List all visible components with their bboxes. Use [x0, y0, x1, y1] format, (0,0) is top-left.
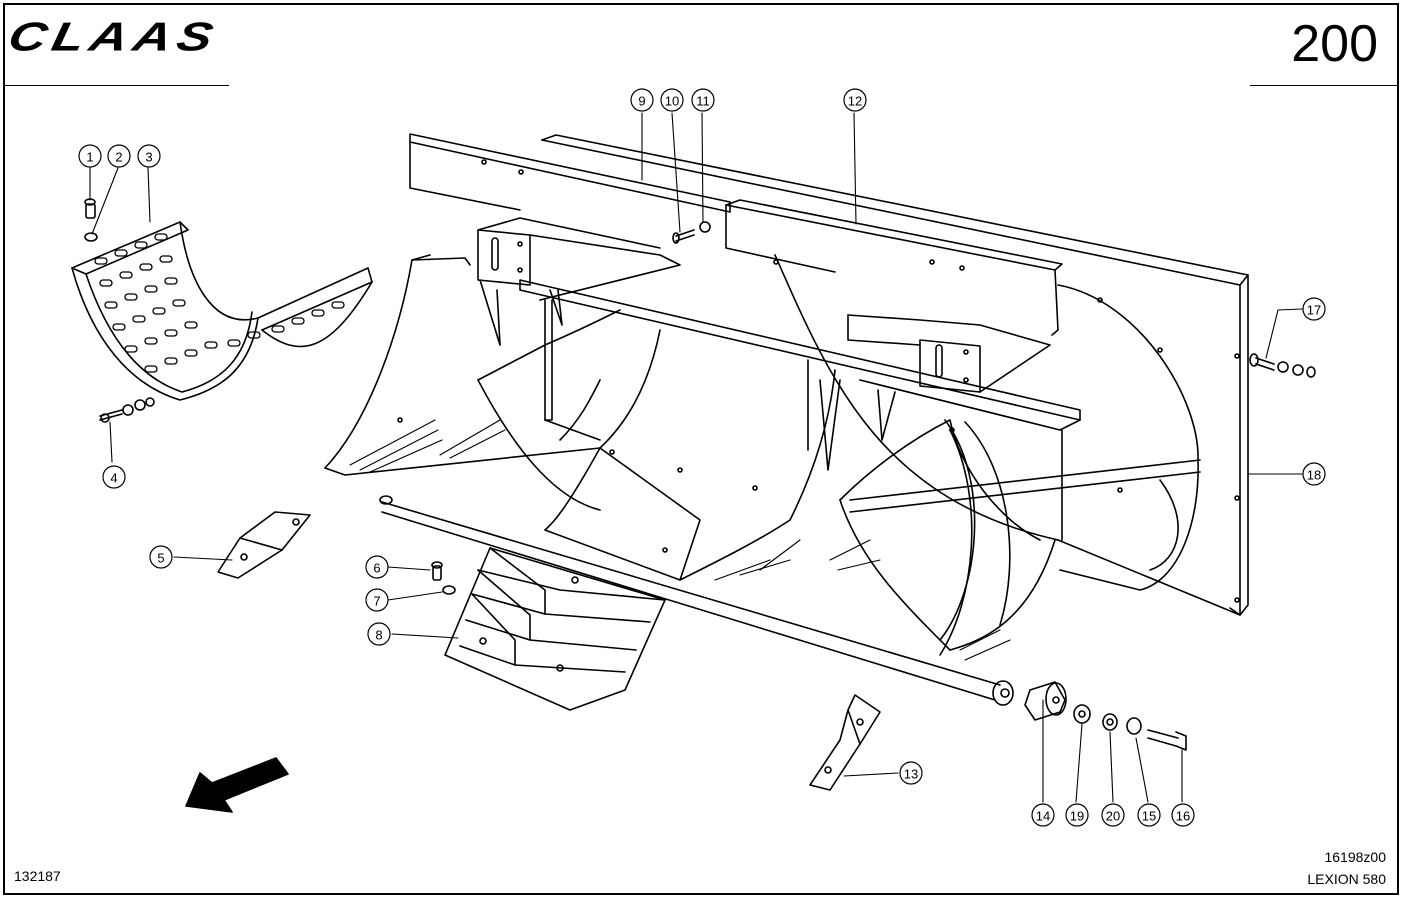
svg-text:11: 11: [696, 94, 710, 109]
callout-13: 13: [899, 761, 923, 785]
svg-text:2: 2: [115, 150, 122, 165]
sieve-part: [71, 221, 373, 401]
drawing-code: 16198z00: [1324, 849, 1386, 865]
svg-text:18: 18: [1307, 468, 1321, 483]
bolt-part-16: [1147, 729, 1187, 751]
svg-text:20: 20: [1106, 809, 1120, 824]
washer-part-20: [1102, 713, 1118, 731]
callout-17: 17: [1302, 297, 1326, 321]
callout-4: 4: [102, 465, 126, 489]
svg-text:6: 6: [373, 561, 380, 576]
svg-text:10: 10: [665, 94, 679, 109]
fan-housing: [324, 254, 1201, 661]
bolt-part-10: [672, 221, 711, 244]
header-rule-right: [1250, 85, 1398, 86]
callout-3: 3: [137, 144, 161, 168]
svg-text:9: 9: [638, 94, 645, 109]
fan-shaft: [379, 495, 1014, 706]
footer-right-block: 16198z00 LEXION 580: [1307, 846, 1386, 890]
header-rule-left: [3, 85, 229, 86]
svg-text:14: 14: [1036, 809, 1050, 824]
callouts: 1 2 3 4 5 6 7 8 9 10 11 12 13 14 15 16 1…: [78, 88, 1326, 827]
bolt-part-17: [1249, 353, 1316, 378]
seal-part-19: [1073, 704, 1091, 724]
bracket-part-5: [217, 511, 311, 579]
mounting-block-left: [477, 217, 681, 301]
callout-14: 14: [1031, 803, 1055, 827]
callout-7: 7: [365, 588, 389, 612]
callout-9: 9: [630, 88, 654, 112]
svg-text:3: 3: [145, 150, 152, 165]
bolt-part-6: [431, 561, 456, 595]
callout-1: 1: [78, 144, 102, 168]
callout-12: 12: [843, 88, 867, 112]
callout-6: 6: [365, 555, 389, 579]
leader-lines: [89, 112, 1303, 803]
bolt-part-1: [84, 198, 98, 242]
footer-left-code: 132187: [14, 868, 61, 884]
callout-15: 15: [1137, 803, 1161, 827]
page-number: 200: [1291, 15, 1378, 73]
callout-18: 18: [1302, 462, 1326, 486]
rail-part-12: [725, 199, 1063, 336]
svg-text:4: 4: [110, 471, 117, 486]
svg-text:7: 7: [373, 594, 380, 609]
svg-text:1: 1: [86, 150, 93, 165]
step-plate-part-8: [444, 547, 666, 711]
callout-20: 20: [1101, 803, 1125, 827]
back-plate-part-18: [541, 134, 1249, 616]
bracket-part-13: [809, 694, 881, 791]
callout-19: 19: [1065, 803, 1089, 827]
arrow-down-left-icon: [185, 757, 289, 813]
callout-5: 5: [149, 545, 173, 569]
drawing-frame: [3, 3, 1399, 895]
callout-11: 11: [691, 88, 715, 112]
rail-part-9: [409, 133, 731, 213]
svg-text:16: 16: [1176, 809, 1190, 824]
svg-text:15: 15: [1142, 809, 1156, 824]
bush-part-14: [1024, 681, 1067, 721]
callout-10: 10: [660, 88, 684, 112]
model-name: LEXION 580: [1307, 871, 1386, 887]
svg-text:8: 8: [375, 628, 382, 643]
svg-text:17: 17: [1307, 303, 1321, 318]
mounting-block-right: [847, 314, 1051, 393]
washer-part-15: [1126, 717, 1142, 735]
svg-text:19: 19: [1070, 809, 1084, 824]
svg-text:5: 5: [157, 551, 164, 566]
svg-text:12: 12: [848, 94, 862, 109]
svg-text:13: 13: [904, 767, 918, 782]
callout-8: 8: [367, 622, 391, 646]
callout-2: 2: [107, 144, 131, 168]
callout-16: 16: [1171, 803, 1195, 827]
bolt-part-4: [99, 397, 155, 423]
